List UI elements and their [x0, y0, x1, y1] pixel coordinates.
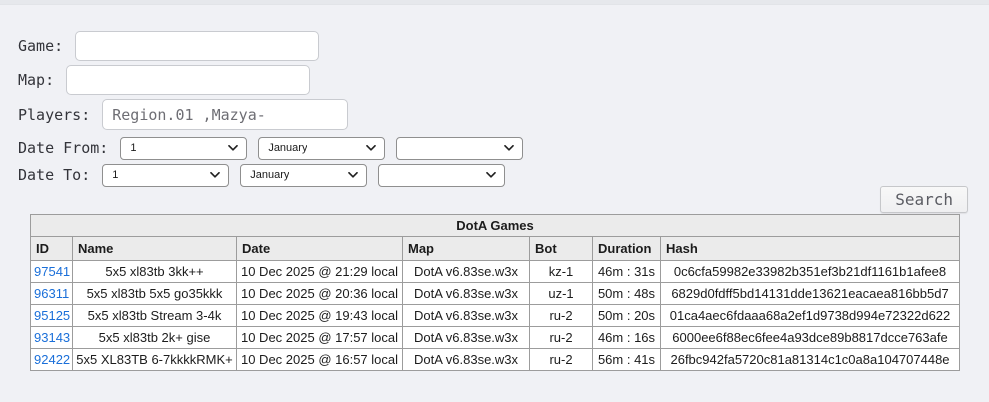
- date-to-row: Date To: 1 January: [18, 163, 522, 187]
- column-header-map: Map: [402, 236, 530, 261]
- game-date-cell: 10 Dec 2025 @ 19:43 local: [236, 304, 403, 327]
- game-input[interactable]: [75, 31, 320, 61]
- date-to-year-select[interactable]: [378, 163, 506, 187]
- game-id-cell: 93143: [30, 326, 73, 349]
- game-duration-cell: 46m : 16s: [592, 326, 661, 349]
- column-header-date: Date: [236, 236, 403, 261]
- chevron-down-icon: [228, 145, 239, 151]
- date-to-day-select[interactable]: 1: [102, 163, 230, 187]
- map-label: Map:: [18, 71, 55, 89]
- column-header-bot: Bot: [529, 236, 593, 261]
- date-from-year-select[interactable]: [396, 136, 524, 160]
- date-to-day-value: 1: [112, 169, 119, 181]
- game-bot-cell: ru-2: [529, 304, 593, 327]
- game-field-row: Game:: [18, 30, 522, 62]
- game-map-cell: DotA v6.83se.w3x: [402, 326, 530, 349]
- date-to-month-select[interactable]: January: [240, 163, 368, 187]
- game-id-link[interactable]: 96311: [34, 286, 70, 301]
- game-name-cell: 5x5 xl83tb 5x5 go35kkk: [72, 282, 237, 305]
- game-id-link[interactable]: 93143: [34, 330, 71, 345]
- game-hash-cell: 0c6cfa59982e33982b351ef3b21df1161b1afee8: [659, 260, 961, 283]
- date-to-month-value: January: [250, 169, 290, 181]
- game-id-cell: 95125: [30, 304, 73, 327]
- game-name-cell: 5x5 xl83tb 3kk++: [72, 260, 237, 283]
- game-map-cell: DotA v6.83se.w3x: [402, 282, 530, 305]
- chevron-down-icon: [348, 172, 359, 178]
- game-hash-cell: 01ca4aec6fdaaa68a2ef1d9738d994e72322d622: [659, 304, 961, 327]
- date-from-label: Date From:: [18, 139, 109, 157]
- game-duration-cell: 50m : 20s: [592, 304, 661, 327]
- column-header-duration: Duration: [592, 236, 661, 261]
- date-from-month-select[interactable]: January: [258, 136, 386, 160]
- game-label: Game:: [18, 37, 64, 55]
- players-field-row: Players:: [18, 98, 522, 131]
- table-title-row: DotA Games: [29, 214, 961, 237]
- game-date-cell: 10 Dec 2025 @ 16:57 local: [236, 348, 403, 371]
- chevron-down-icon: [366, 145, 377, 151]
- date-from-day-value: 1: [130, 142, 137, 154]
- column-header-id: ID: [30, 236, 73, 261]
- game-date-cell: 10 Dec 2025 @ 20:36 local: [236, 282, 403, 305]
- game-hash-cell: 26fbc942fa5720c81a81314c1c0a8a104707448e: [659, 348, 961, 371]
- game-id-cell: 96311: [30, 282, 73, 305]
- players-input[interactable]: [102, 99, 349, 130]
- date-to-label: Date To:: [18, 166, 91, 184]
- chevron-down-icon: [210, 172, 221, 178]
- table-title: DotA Games: [29, 214, 961, 237]
- date-from-day-select[interactable]: 1: [120, 136, 248, 160]
- game-bot-cell: ru-2: [529, 348, 593, 371]
- game-bot-cell: uz-1: [529, 282, 593, 305]
- players-label: Players:: [18, 105, 91, 124]
- game-search-form: Game: Map: Players: Date From: 1 January…: [18, 30, 524, 187]
- chevron-down-icon: [486, 172, 497, 178]
- column-header-name: Name: [72, 236, 237, 261]
- game-id-link[interactable]: 95125: [34, 308, 71, 323]
- game-id-link[interactable]: 92422: [34, 352, 71, 367]
- game-name-cell: 5x5 XL83TB 6-7kkkkRMK+: [72, 348, 237, 371]
- chevron-down-icon: [504, 145, 515, 151]
- game-map-cell: DotA v6.83se.w3x: [402, 348, 530, 371]
- game-bot-cell: kz-1: [529, 260, 593, 283]
- game-duration-cell: 56m : 41s: [592, 348, 661, 371]
- date-from-month-value: January: [268, 142, 308, 154]
- date-from-row: Date From: 1 January: [18, 136, 524, 160]
- top-border: [0, 0, 989, 5]
- game-map-cell: DotA v6.83se.w3x: [402, 260, 530, 283]
- game-map-cell: DotA v6.83se.w3x: [402, 304, 530, 327]
- map-field-row: Map:: [18, 64, 522, 96]
- game-duration-cell: 46m : 31s: [592, 260, 661, 283]
- game-name-cell: 5x5 xl83tb Stream 3-4k: [72, 304, 237, 327]
- game-duration-cell: 50m : 48s: [592, 282, 661, 305]
- column-header-hash: Hash: [659, 236, 961, 261]
- game-name-cell: 5x5 xl83tb 2k+ gise: [72, 326, 237, 349]
- map-input[interactable]: [66, 65, 311, 95]
- game-id-cell: 92422: [30, 348, 73, 371]
- game-hash-cell: 6829d0fdff5bd14131dde13621eacaea816bb5d7: [659, 282, 961, 305]
- game-date-cell: 10 Dec 2025 @ 21:29 local: [236, 260, 403, 283]
- game-hash-cell: 6000ee6f88ec6fee4a93dce89b8817dcce763afe: [659, 326, 961, 349]
- game-id-link[interactable]: 97541: [34, 264, 71, 279]
- search-button[interactable]: Search: [880, 186, 968, 213]
- game-id-cell: 97541: [30, 260, 73, 283]
- game-date-cell: 10 Dec 2025 @ 17:57 local: [236, 326, 403, 349]
- game-bot-cell: ru-2: [529, 326, 593, 349]
